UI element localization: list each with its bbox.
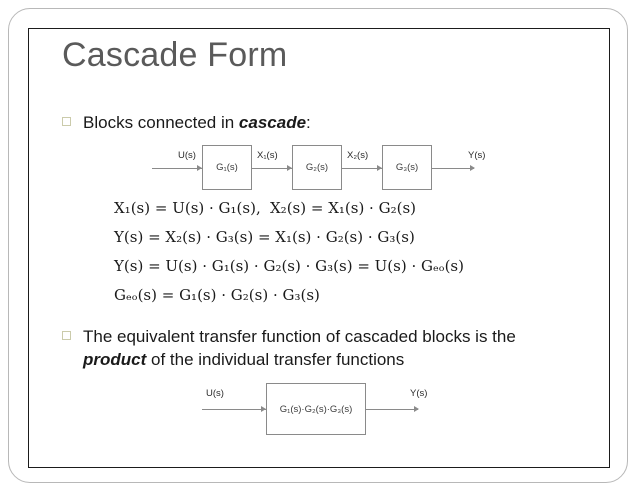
bullet-1-text-before: Blocks connected in: [83, 113, 239, 132]
wire-g3-to-output: [432, 168, 474, 169]
arrowhead-into-g1: [197, 165, 202, 171]
bullet-2-emphasis: product: [83, 350, 147, 369]
wire-g1-to-g2: [252, 168, 292, 169]
block-g3-label: G₃(s): [395, 162, 419, 173]
bullet-square-icon: [62, 117, 71, 126]
arrowhead-into-g3: [377, 165, 382, 171]
equation-y-from-x2: Y(s) = X₂(s) · G₃(s) = X₁(s) · G₂(s) · G…: [114, 228, 415, 246]
signal-label-x1: X₁(s): [257, 150, 278, 161]
diagram-bottom-input-label: U(s): [206, 388, 224, 399]
block-equivalent-label: G₁(s)·G₂(s)·G₃(s): [279, 403, 353, 415]
page-title: Cascade Form: [62, 36, 288, 74]
wire-equivalent-to-output: [366, 409, 418, 410]
signal-label-x2: X₂(s): [347, 150, 369, 161]
wire-input-g1: [152, 168, 202, 169]
bullet-1-emphasis: cascade: [238, 113, 307, 132]
bullet-2-text: The equivalent transfer function of casc…: [83, 325, 572, 371]
diagram-bottom-output-label: Y(s): [410, 388, 428, 399]
equation-x2: X₂(s) = X₁(s) · G₂(s): [270, 199, 416, 217]
slide-inner-border: [28, 28, 610, 468]
wire-input-equivalent: [202, 409, 266, 410]
block-equivalent: G₁(s)·G₂(s)·G₃(s): [266, 383, 366, 435]
slide-outer-border: [8, 8, 628, 483]
diagram-top-output-label: Y(s): [468, 150, 486, 161]
arrowhead-into-g2: [287, 165, 292, 171]
equation-x1: X₁(s) = U(s) · G₁(s),: [114, 199, 261, 217]
bullet-item-equivalent-transfer-function: The equivalent transfer function of casc…: [62, 325, 572, 371]
arrowhead-output-top: [470, 165, 475, 171]
block-g2-label: G₂(s): [305, 162, 329, 173]
bullet-1-text-after: :: [306, 113, 311, 132]
arrowhead-output-bottom: [414, 406, 419, 412]
arrowhead-into-equivalent: [261, 406, 266, 412]
block-g3: G₃(s): [382, 145, 432, 190]
wire-g2-to-g3: [342, 168, 382, 169]
bullet-2-text-after: of the individual transfer functions: [146, 350, 405, 369]
equation-geq: Gₑₒ(s) = G₁(s) · G₂(s) · G₃(s): [114, 286, 320, 304]
diagram-top-input-label: U(s): [178, 150, 196, 161]
bullet-square-icon: [62, 331, 71, 340]
equation-y-from-u: Y(s) = U(s) · G₁(s) · G₂(s) · G₃(s) = U(…: [114, 257, 464, 275]
block-g1-label: G₁(s): [216, 162, 238, 173]
bullet-2-text-before: The equivalent transfer function of casc…: [83, 327, 516, 346]
block-g1: G₁(s): [202, 145, 252, 190]
bullet-item-blocks-cascade: Blocks connected in cascade:: [62, 111, 562, 134]
block-g2: G₂(s): [292, 145, 342, 190]
bullet-1-text: Blocks connected in cascade:: [83, 111, 311, 134]
